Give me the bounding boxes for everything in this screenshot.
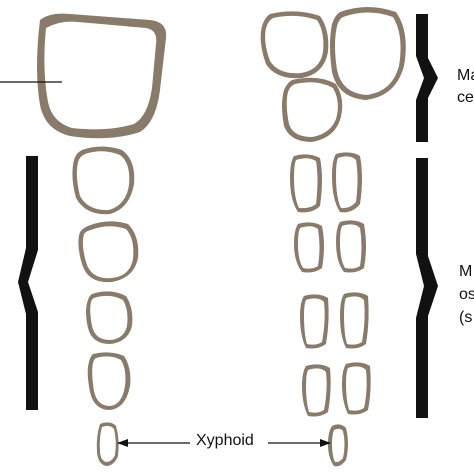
sternebra-right-pair-1: [290, 152, 362, 213]
left-bracket: [18, 156, 38, 410]
sternebra-left-1: [72, 146, 135, 215]
sternebra-right-pair-2: [294, 220, 366, 273]
sternebra-right-pair-3: [300, 292, 369, 349]
mesosternum-label-line1: M: [459, 263, 473, 280]
manubrium-label-line2: ce: [457, 89, 474, 106]
right-upper-bracket: [416, 14, 438, 142]
manubrium-left: [37, 13, 167, 139]
sternebra-left-2: [78, 221, 139, 283]
xyphoid-left: [96, 422, 119, 466]
sternebra-right-pair-4: [302, 362, 371, 417]
sternebra-left-4: [87, 352, 131, 410]
xyphoid-arrow-left: [117, 439, 190, 447]
manubrium-label-line1: Ma: [457, 67, 474, 84]
manubrium-centre-right-2: [330, 7, 406, 100]
right-lower-bracket: [416, 158, 438, 418]
manubrium-centre-right-3: [282, 77, 343, 142]
xyphoid-arrow-right: [268, 439, 331, 447]
xyphoid-right: [328, 424, 348, 467]
mesosternum-label-line2: os: [459, 286, 474, 303]
manubrium-centre-right-1: [260, 11, 329, 79]
mesosternum-label-line3: (s: [459, 309, 473, 326]
xyphoid-label: Xyphoid: [196, 432, 254, 449]
sternebra-left-3: [86, 291, 133, 344]
